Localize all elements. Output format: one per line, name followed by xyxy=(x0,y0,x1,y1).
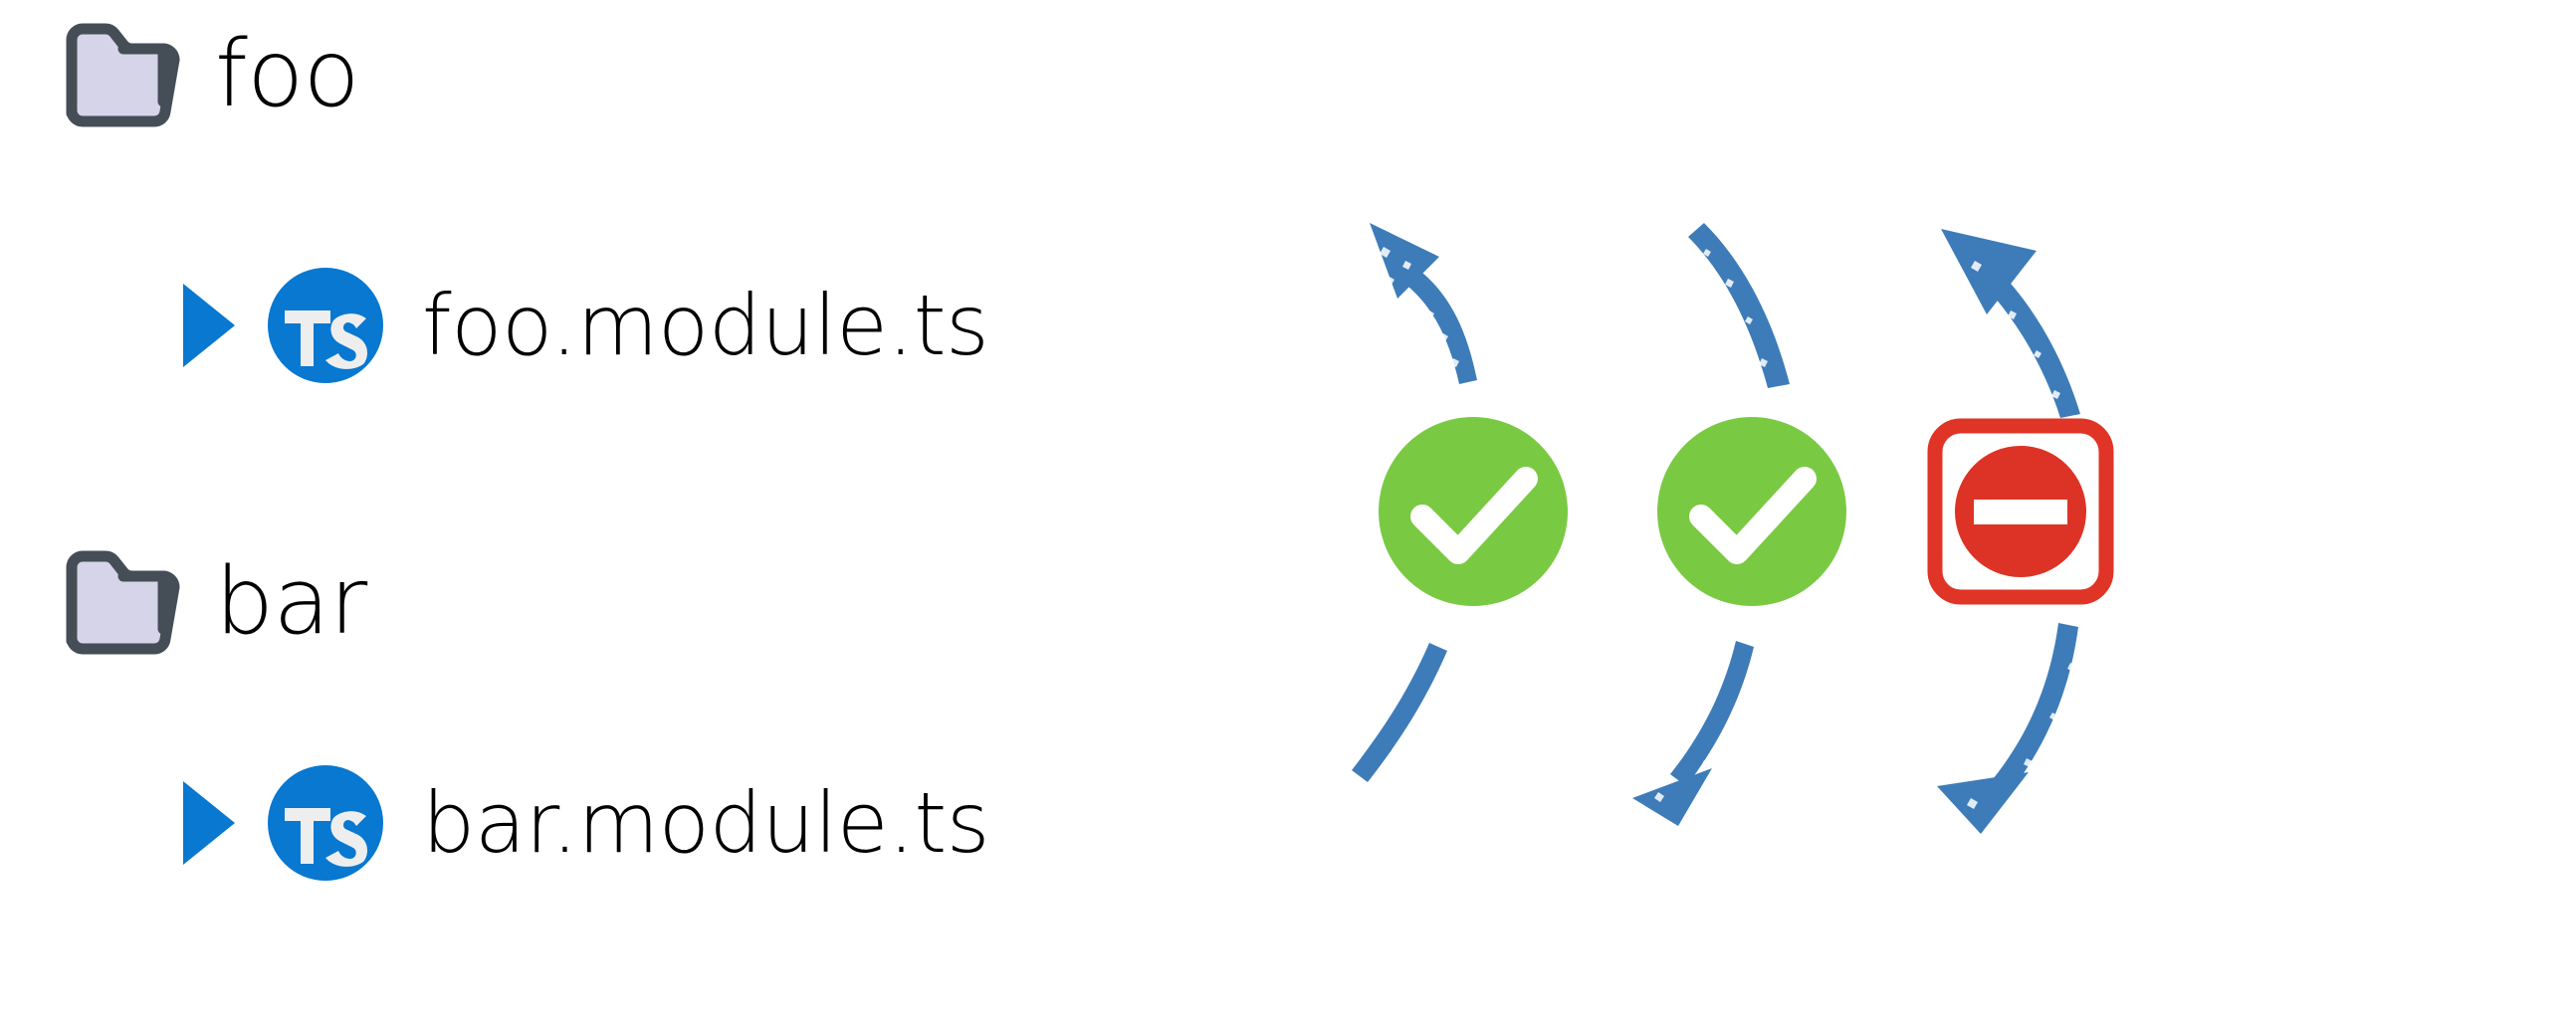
tree-item-label: bar.module.ts xyxy=(422,774,990,872)
green-check-circle-icon xyxy=(1657,417,1846,606)
arrow-to-foo-module xyxy=(1370,223,1477,384)
typescript-icon xyxy=(239,764,384,882)
tree-item-label: bar xyxy=(215,546,367,655)
annotation-group-3 xyxy=(1871,0,2170,1023)
red-no-entry-sign-icon xyxy=(1926,417,2115,606)
file-tree: foo foo.module.ts xyxy=(62,18,990,882)
typescript-icon xyxy=(239,267,384,384)
open-folder-icon xyxy=(62,18,185,129)
arrow-to-bar-module xyxy=(1632,641,1754,826)
tree-item-file-bar-module[interactable]: bar.module.ts xyxy=(177,764,990,882)
expand-triangle-icon[interactable] xyxy=(177,280,239,371)
tree-item-folder-foo[interactable]: foo xyxy=(62,18,360,129)
tree-item-label: foo xyxy=(215,19,360,127)
open-folder-icon xyxy=(62,545,185,657)
arrow-to-bar-module xyxy=(1937,623,2078,834)
tree-item-label: foo.module.ts xyxy=(422,277,989,374)
tree-item-folder-bar[interactable]: bar xyxy=(62,545,367,657)
annotation-group-2 xyxy=(1603,0,1901,1023)
tree-item-file-foo-module[interactable]: foo.module.ts xyxy=(177,267,989,384)
arrow-to-foo-module xyxy=(1688,223,1790,388)
expand-triangle-icon[interactable] xyxy=(177,777,239,869)
arrow-to-foo-module xyxy=(1941,229,2080,418)
annotation-group-1 xyxy=(1324,0,1622,1023)
green-check-circle-icon xyxy=(1379,417,1568,606)
arrow-to-bar-module xyxy=(1352,643,1449,784)
